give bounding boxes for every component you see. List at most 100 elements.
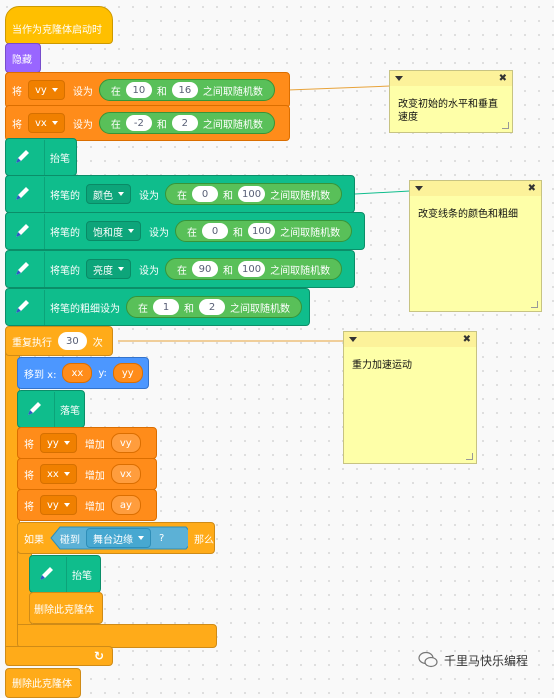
pen-down-label: 落笔 (60, 405, 80, 417)
random-in-label: 在 (187, 227, 197, 239)
random-from-input[interactable]: -2 (125, 115, 152, 131)
note-header[interactable]: ✖ (410, 181, 541, 196)
vy-reporter[interactable]: vy (110, 433, 141, 453)
resize-handle[interactable] (502, 122, 509, 129)
random-and-label: 和 (156, 119, 167, 131)
yy-variable-dropdown[interactable]: yy (40, 433, 77, 453)
goto-y-reporter[interactable]: yy (112, 363, 143, 383)
random-operator[interactable]: 在 90 和 100 之间取随机数 (165, 258, 343, 280)
resize-handle[interactable] (466, 453, 473, 460)
repeat-block[interactable]: 重复执行 30 次 (5, 326, 113, 356)
pen-sat-mid: 设为 (149, 227, 169, 239)
change-vy-block[interactable]: 将 vy 增加 ay (17, 489, 157, 521)
hide-block[interactable]: 隐藏 (5, 43, 41, 73)
comment-note-gravity[interactable]: ✖ 重力加速运动 (343, 331, 477, 464)
set-vy-block[interactable]: 将 vy 设为 在 10 和 16 之间取随机数 (5, 72, 290, 108)
note-text[interactable]: 改变初始的水平和垂直速度 (398, 99, 498, 123)
random-in-label: 在 (177, 265, 187, 277)
random-from-input[interactable]: 0 (202, 223, 228, 239)
note-header[interactable]: ✖ (390, 71, 512, 86)
note-header[interactable]: ✖ (344, 332, 476, 347)
repeat-suffix: 次 (92, 337, 103, 349)
set-pen-size-block[interactable]: 将笔的粗细设为 在 1 和 2 之间取随机数 (5, 288, 310, 326)
resize-handle[interactable] (531, 301, 538, 308)
note-text[interactable]: 改变线条的颜色和粗细 (418, 209, 518, 220)
repeat-label: 重复执行 (12, 337, 52, 349)
chevron-down-icon (118, 267, 124, 271)
random-to-input[interactable]: 100 (248, 223, 276, 239)
ay-reporter[interactable]: ay (110, 495, 141, 515)
pen-param-dropdown[interactable]: 颜色 (86, 184, 131, 204)
vy-variable-dropdown[interactable]: vy (28, 80, 65, 100)
pen-param-value: 颜色 (93, 190, 113, 202)
collapse-triangle-icon[interactable] (415, 186, 423, 191)
random-operator[interactable]: 在 0 和 100 之间取随机数 (165, 183, 343, 205)
random-to-input[interactable]: 2 (199, 299, 225, 315)
close-icon[interactable]: ✖ (498, 73, 507, 84)
go-to-xy-block[interactable]: 移到 x: xx y: yy (17, 357, 149, 389)
set-pen-color-block[interactable]: 将笔的 颜色 设为 在 0 和 100 之间取随机数 (5, 175, 355, 213)
pen-param-dropdown[interactable]: 饱和度 (86, 221, 141, 241)
goto-x-reporter[interactable]: xx (62, 363, 93, 383)
random-in-label: 在 (177, 190, 187, 202)
chevron-down-icon (63, 472, 70, 476)
random-operator[interactable]: 在 0 和 100 之间取随机数 (175, 220, 353, 242)
random-tail-label: 之间取随机数 (270, 190, 331, 202)
close-icon[interactable]: ✖ (527, 183, 536, 194)
delete-clone-block[interactable]: 删除此克隆体 (29, 592, 103, 624)
pen-up-block[interactable]: 抬笔 (5, 138, 77, 176)
random-from-input[interactable]: 10 (125, 82, 152, 98)
random-from-input[interactable]: 90 (192, 261, 218, 277)
random-in-label: 在 (110, 86, 121, 98)
change-xx-block[interactable]: 将 xx 增加 vx (17, 458, 157, 490)
set-pen-brightness-block[interactable]: 将笔的 亮度 设为 在 90 和 100 之间取随机数 (5, 250, 355, 288)
vx-variable-dropdown[interactable]: vx (28, 113, 65, 133)
set-pen-saturation-block[interactable]: 将笔的 饱和度 设为 在 0 和 100 之间取随机数 (5, 212, 365, 250)
random-operator[interactable]: 在 10 和 16 之间取随机数 (98, 79, 275, 101)
random-to-input[interactable]: 2 (171, 115, 198, 131)
touch-target-dropdown[interactable]: 舞台边缘 (86, 528, 151, 548)
pen-separator (66, 557, 67, 593)
chevron-down-icon (118, 192, 124, 196)
goto-prefix: 移到 x: (24, 369, 57, 381)
random-operator[interactable]: 在 1 和 2 之间取随机数 (126, 296, 302, 318)
comment-note-velocity[interactable]: ✖ 改变初始的水平和垂直速度 (389, 70, 513, 133)
random-and-label: 和 (184, 303, 194, 315)
random-to-input[interactable]: 100 (238, 186, 266, 202)
random-from-input[interactable]: 1 (153, 299, 179, 315)
random-and-label: 和 (156, 86, 167, 98)
collapse-triangle-icon[interactable] (349, 337, 357, 342)
chevron-down-icon (63, 441, 70, 445)
random-to-input[interactable]: 16 (171, 82, 198, 98)
comment-note-pen[interactable]: ✖ 改变线条的颜色和粗细 (409, 180, 542, 312)
random-from-input[interactable]: 0 (192, 186, 218, 202)
random-to-input[interactable]: 100 (238, 261, 266, 277)
change-yy-block[interactable]: 将 yy 增加 vy (17, 427, 157, 459)
random-tail-label: 之间取随机数 (270, 265, 331, 277)
pen-bri-prefix: 将笔的 (50, 265, 80, 277)
repeat-count-input[interactable]: 30 (58, 332, 87, 350)
when-start-as-clone-hat[interactable]: 当作为克隆体启动时 (5, 6, 113, 44)
change-xx-mid: 增加 (84, 470, 105, 482)
xx-variable-dropdown[interactable]: xx (40, 464, 77, 484)
vy-variable-dropdown[interactable]: vy (40, 495, 77, 515)
pen-icon (16, 224, 29, 237)
pen-param-dropdown[interactable]: 亮度 (86, 259, 131, 279)
note-text[interactable]: 重力加速运动 (352, 360, 412, 371)
set-vy-mid: 设为 (72, 86, 93, 98)
vy-variable-value: vy (35, 84, 47, 96)
delete-clone-label: 删除此克隆体 (34, 604, 94, 616)
pen-color-mid: 设为 (139, 190, 159, 202)
watermark: 千里马快乐编程 (418, 651, 528, 669)
close-icon[interactable]: ✖ (462, 334, 471, 345)
set-vx-block[interactable]: 将 vx 设为 在 -2 和 2 之间取随机数 (5, 105, 290, 141)
delete-clone-block-bottom[interactable]: 删除此克隆体 (5, 668, 81, 698)
pen-up-block-2[interactable]: 抬笔 (29, 555, 101, 593)
pen-color-prefix: 将笔的 (50, 190, 80, 202)
vx-reporter[interactable]: vx (110, 464, 141, 484)
pen-down-block[interactable]: 落笔 (17, 390, 85, 428)
chevron-down-icon (128, 229, 134, 233)
collapse-triangle-icon[interactable] (395, 76, 403, 81)
repeat-bottom: ↻ (5, 646, 113, 666)
random-operator[interactable]: 在 -2 和 2 之间取随机数 (98, 112, 275, 134)
